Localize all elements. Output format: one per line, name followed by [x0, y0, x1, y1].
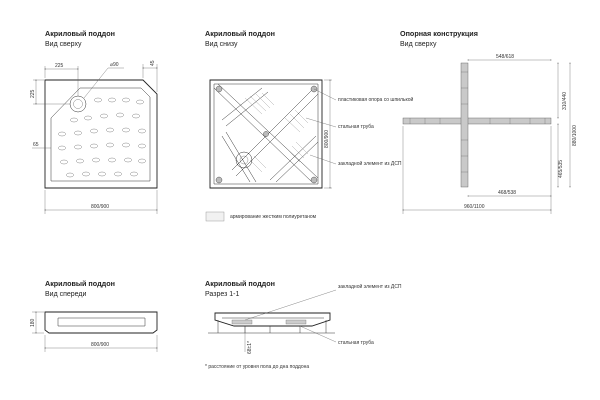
dim-top-width: 800/900 [91, 204, 109, 210]
dim-465-535: 465/535 [558, 160, 564, 178]
section-view: Акриловый поддон Разрез 1-1 закладной эл… [205, 279, 402, 370]
front-view-subtitle: Вид спереди [45, 291, 87, 298]
dim-front-180: 180 [30, 318, 36, 327]
dim-drain-diameter: ⌀90 [110, 62, 119, 68]
bottom-drain-inner [239, 155, 249, 165]
footnote: * расстояние от уровня пола до дна поддо… [205, 364, 309, 370]
frame-view: Опорная конструкция Вид сверху 548/618 3… [400, 29, 578, 214]
label-embedded-element: закладной элемент из ДСП [338, 160, 402, 167]
section-embedded-block-2 [285, 319, 307, 325]
dim-225-horizontal: 225 [55, 63, 64, 69]
dim-880-1000: 880/1000 [572, 125, 578, 146]
bottom-drain [235, 151, 253, 169]
bottom-view-title: Акриловый поддон [205, 29, 275, 38]
label-embedded-element-2: закладной элемент из ДСП [338, 283, 402, 290]
legend-swatch [205, 211, 225, 222]
frame-vertical-beam [460, 62, 469, 188]
dim-front-width: 800/900 [91, 342, 109, 348]
top-view: Акриловый поддон Вид сверху 225 225 ⌀90 [30, 29, 158, 214]
frame-horizontal-beam [402, 117, 552, 125]
legend-text: армирование жестким полиуретаном [230, 214, 317, 220]
dim-65: 65 [33, 142, 39, 148]
tray-outline [44, 79, 158, 189]
bottom-inner-outline [213, 83, 319, 185]
label-steel-pipe-2: стальная труба [338, 340, 374, 346]
label-plastic-support: пластиковая опора со шпилькой [338, 96, 413, 103]
dim-548-618: 548/618 [496, 54, 514, 60]
bottom-view: Акриловый поддон Вид снизу пласт [205, 29, 413, 222]
tray-inner-outline [50, 87, 151, 182]
dim-45: 45 [150, 60, 156, 66]
bottom-outline [209, 79, 323, 189]
section-outline [214, 312, 331, 327]
dim-section-68: 68±1* [247, 341, 253, 354]
front-panel [57, 317, 146, 327]
dim-225-vertical: 225 [30, 89, 36, 98]
dim-side-height: 800/900 [324, 130, 330, 148]
plastic-supports [215, 85, 318, 184]
label-plastic-support-text: пластиковая опора со шпилькой [338, 96, 413, 103]
frame-view-subtitle: Вид сверху [400, 41, 437, 48]
frame-view-title: Опорная конструкция [400, 29, 478, 38]
section-view-title: Акриловый поддон [205, 279, 275, 288]
top-view-subtitle: Вид сверху [45, 41, 82, 48]
section-view-subtitle: Разрез 1-1 [205, 291, 239, 298]
dim-310-440: 310/440 [562, 92, 568, 110]
front-outline [44, 311, 158, 334]
drain [69, 95, 87, 113]
drain-inner [73, 99, 83, 109]
front-view: Акриловый поддон Вид спереди 180 800/900 [30, 279, 158, 352]
anti-slip-dots [58, 97, 146, 178]
label-steel-pipe: стальная труба [338, 124, 374, 130]
reinforcement-hatching [244, 92, 309, 173]
top-view-title: Акриловый поддон [45, 29, 115, 38]
dim-960-1100: 960/1100 [464, 204, 485, 210]
dim-468-538: 468/538 [498, 190, 516, 196]
front-view-title: Акриловый поддон [45, 279, 115, 288]
section-embedded-block [231, 319, 253, 325]
bottom-view-subtitle: Вид снизу [205, 41, 238, 48]
